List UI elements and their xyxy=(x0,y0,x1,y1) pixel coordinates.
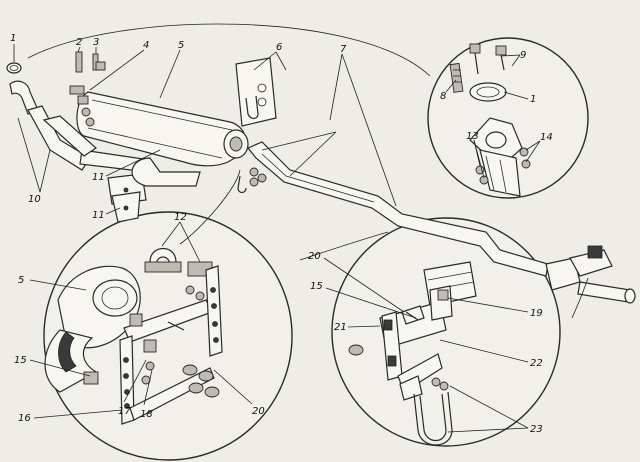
strap-clamp-23 xyxy=(397,353,453,446)
tail-hanger xyxy=(545,245,636,304)
leader-lines xyxy=(13,44,541,433)
label-12: 12 xyxy=(174,212,187,223)
label-18: 18 xyxy=(140,409,153,420)
bracket-22 xyxy=(379,285,453,381)
label-11-lower: 11 xyxy=(92,210,105,221)
muffler xyxy=(76,91,249,187)
label-20-detail: 20 xyxy=(252,406,265,417)
loose-nuts xyxy=(182,364,220,398)
bracket-6 xyxy=(235,57,277,194)
label-1-front-ring: 1 xyxy=(10,33,16,44)
label-21: 21 xyxy=(334,322,347,333)
label-14: 14 xyxy=(540,132,553,143)
label-22: 22 xyxy=(530,358,543,369)
part-labels: 1 2 3 4 5 6 7 9 8 1 13 14 10 11 11 12 5 … xyxy=(10,33,553,435)
label-15-detail: 15 xyxy=(14,355,27,366)
front-pipe xyxy=(6,62,151,173)
label-23: 23 xyxy=(530,424,543,435)
label-11-upper: 11 xyxy=(92,172,105,183)
bracket-11 xyxy=(107,173,147,223)
label-10: 10 xyxy=(28,194,41,205)
bracket-frame xyxy=(119,265,223,425)
label-5-muffler: 5 xyxy=(178,40,184,51)
label-4: 4 xyxy=(143,40,149,51)
muffler-end xyxy=(44,265,141,393)
rear-hanger-detail-circle xyxy=(331,217,561,447)
label-1-gasket: 1 xyxy=(530,94,536,105)
label-13: 13 xyxy=(466,131,479,142)
label-16: 16 xyxy=(18,413,31,424)
label-2: 2 xyxy=(76,37,82,48)
label-9: 9 xyxy=(520,50,526,61)
muffler-mount-detail-circle xyxy=(43,211,293,461)
label-19: 19 xyxy=(530,308,543,319)
nut-21 xyxy=(348,344,364,356)
bolt-9 xyxy=(469,43,507,75)
label-20-hanger: 20 xyxy=(308,251,321,262)
label-7: 7 xyxy=(340,44,347,55)
label-5-detail: 5 xyxy=(18,275,24,286)
bolt-8 xyxy=(449,62,464,93)
label-3: 3 xyxy=(93,37,99,48)
connector-arcs xyxy=(27,23,589,319)
label-17: 17 xyxy=(118,406,131,417)
label-15-hanger: 15 xyxy=(310,281,323,292)
label-8: 8 xyxy=(440,91,446,102)
label-6: 6 xyxy=(276,42,282,53)
rubber-pads xyxy=(83,285,205,385)
clip-20 xyxy=(401,305,425,325)
flange-detail-circle xyxy=(427,37,589,199)
bolts-2-3-4 xyxy=(69,51,106,127)
gasket-ring xyxy=(469,82,507,102)
